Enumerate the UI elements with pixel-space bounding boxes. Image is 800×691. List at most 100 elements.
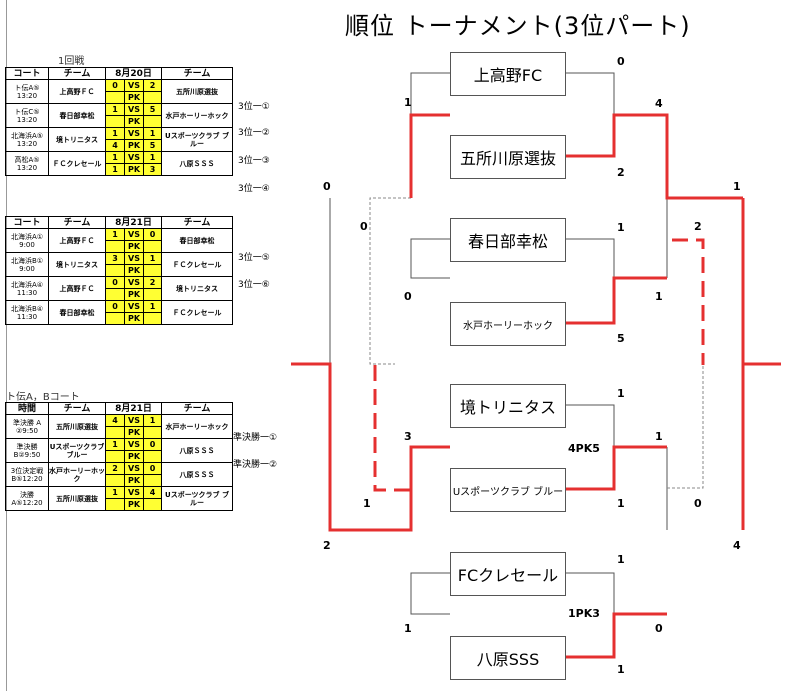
score: 4 (733, 539, 741, 552)
team-name: 春日部幸松 (161, 228, 234, 253)
bracket-line-dashed (667, 365, 704, 489)
score-cell: 0 (105, 276, 125, 289)
team-box-usports: Uスポーツクラブ ブルー (450, 468, 566, 512)
score: 1 (404, 622, 412, 635)
pk-score-cell (105, 264, 125, 277)
bracket-line (410, 72, 450, 115)
team-box-kamitakano: 上高野FC (450, 52, 566, 96)
winner-line (564, 445, 667, 491)
bracket-line (410, 572, 450, 615)
score: 1 (404, 96, 412, 109)
score-cell: 0 (142, 438, 163, 451)
section-label-round1: 1回戦 (58, 56, 85, 67)
court-time: 北海浜A⑤ 13:20 (5, 127, 49, 152)
team-name: 春日部幸松 (48, 300, 106, 325)
team-name: 八原ＳＳＳ (161, 151, 234, 176)
team-box-fc-cressel: FCクレセール (450, 552, 566, 596)
bracket-line-dashed (369, 197, 411, 365)
left-divider (6, 0, 7, 691)
score-cell: 4 (142, 486, 163, 499)
winner-line (564, 113, 743, 200)
score-cell: 0 (142, 228, 163, 241)
pk-score-cell (142, 312, 163, 325)
score: 0 (655, 622, 663, 635)
team-box-yahara: 八原SSS (450, 636, 566, 680)
pk-score-cell (105, 312, 125, 325)
pk-score-cell: 3 (142, 163, 163, 176)
score: 1PK3 (568, 607, 600, 620)
winner-line (564, 612, 667, 659)
score: 0 (694, 497, 702, 510)
team-name: 境トリニタス (161, 276, 234, 301)
slot-label: 3位一① (238, 102, 270, 112)
score: 2 (323, 539, 331, 552)
vs-cell: VS (124, 414, 144, 427)
score-cell: 1 (105, 486, 125, 499)
score: 1 (655, 430, 663, 443)
vs-cell: VS (124, 462, 144, 475)
pk-cell: PK (124, 163, 144, 176)
slot-label: 準決勝一① (233, 433, 278, 443)
pk-score-cell (105, 426, 125, 439)
court-time: ト伝C⑤ 13:20 (5, 103, 49, 128)
vs-cell: VS (124, 276, 144, 289)
score: 1 (733, 180, 741, 193)
bracket-line (410, 238, 450, 279)
court-time: 決勝 A⑤12:20 (5, 486, 49, 511)
score: 1 (617, 221, 625, 234)
score-cell: 1 (105, 228, 125, 241)
team-box-mito: 水戸ホーリーホック (450, 302, 566, 346)
slot-label: 3位一⑥ (238, 280, 270, 290)
team-name: ＦＣクレセール (161, 300, 234, 325)
court-time: 準決勝 B②9:50 (5, 438, 49, 463)
score-cell: 1 (105, 127, 125, 140)
winner-line (409, 113, 450, 198)
score: 5 (617, 332, 625, 345)
pk-score-cell (142, 240, 163, 253)
team-name: ＦＣクレセール (48, 151, 106, 176)
winner-line-dashed (672, 238, 705, 365)
pk-score-cell (105, 474, 125, 487)
team-box-kasukabe: 春日部幸松 (450, 218, 566, 262)
pk-score-cell (142, 288, 163, 301)
pk-cell: PK (124, 115, 144, 128)
slot-label: 3位一② (238, 128, 270, 138)
score: 0 (404, 290, 412, 303)
pk-cell: PK (124, 288, 144, 301)
pk-score-cell: 5 (142, 139, 163, 152)
score-cell: 0 (105, 300, 125, 313)
score-cell: 1 (142, 300, 163, 313)
score: 4 (655, 97, 663, 110)
score: 1 (617, 553, 625, 566)
score: 1 (617, 663, 625, 676)
vs-cell: VS (124, 228, 144, 241)
score: 0 (323, 180, 331, 193)
vs-cell: VS (124, 103, 144, 116)
pk-cell: PK (124, 498, 144, 511)
score: 2 (694, 220, 702, 233)
team-name: 五所川原選抜 (48, 414, 106, 439)
team-name: Uスポーツクラブ ブルー (161, 486, 234, 511)
vs-cell: VS (124, 79, 144, 92)
pk-score-cell (142, 91, 163, 104)
bracket-line (564, 72, 615, 115)
team-name: Uスポーツクラブ ブルー (48, 438, 106, 463)
vs-cell: VS (124, 300, 144, 313)
pk-score-cell (142, 426, 163, 439)
score: 1 (363, 497, 371, 510)
team-box-sakai: 境トリニタス (450, 384, 566, 428)
score-cell: 1 (142, 127, 163, 140)
slot-label: 準決勝一② (233, 460, 278, 470)
score: 1 (655, 290, 663, 303)
section-label-court: ト伝A，Bコート (6, 392, 80, 403)
score: 0 (617, 55, 625, 68)
winner-line (564, 276, 667, 325)
bracket-line (564, 572, 615, 614)
bracket-line (564, 404, 615, 447)
slot-label: 3位一⑤ (238, 253, 270, 263)
slot-label: 3位一③ (238, 156, 270, 166)
court-time: 北海浜B① 9:00 (5, 252, 49, 277)
score-cell: 5 (142, 103, 163, 116)
